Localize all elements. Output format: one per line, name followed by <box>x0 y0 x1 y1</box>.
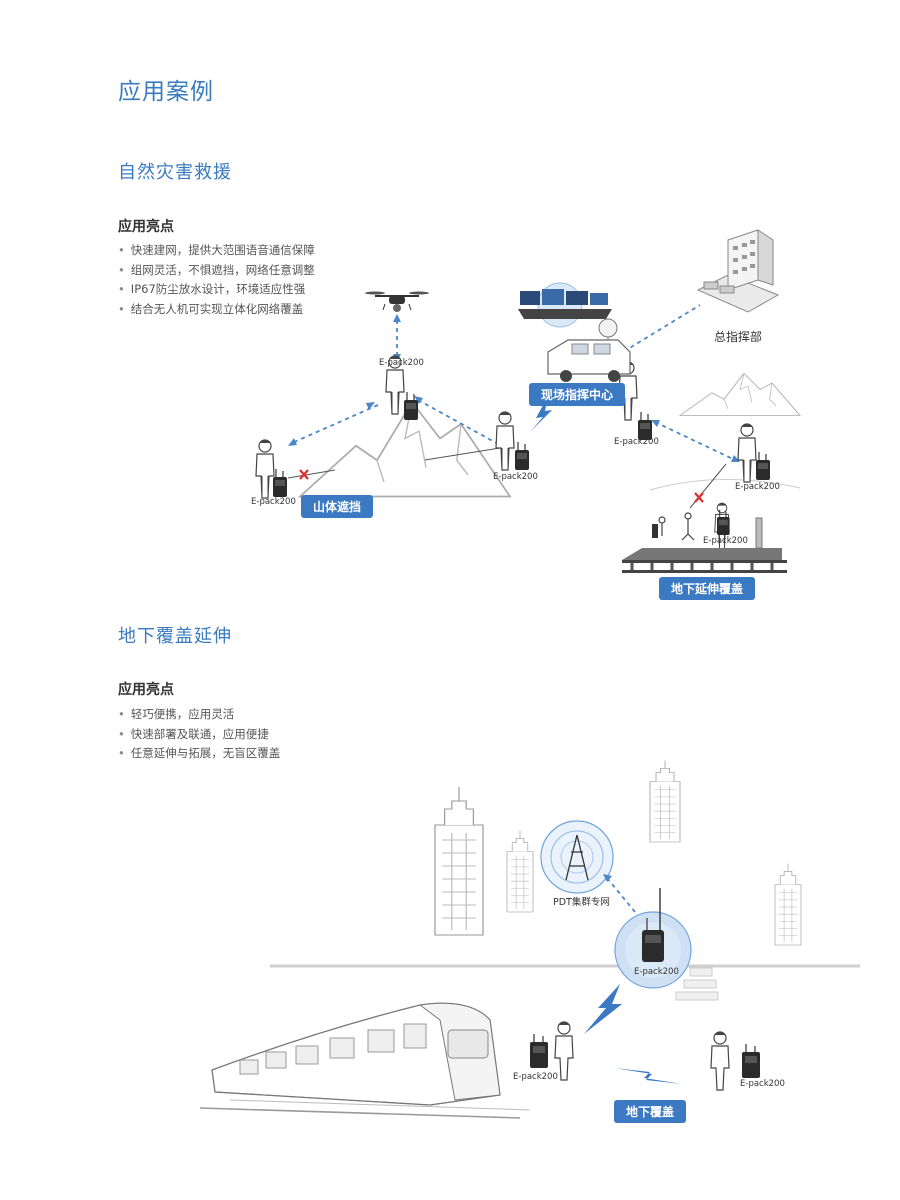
disaster-rescue-diagram <box>255 229 801 573</box>
page-title: 应用案例 <box>118 79 214 105</box>
field-command-center-tag: 现场指挥中心 <box>529 383 626 406</box>
list-item: IP67防尘放水设计，环境适应性强 <box>118 280 315 300</box>
cell-tower-icon <box>540 820 614 894</box>
section-title-disaster: 自然灾害救援 <box>118 162 232 183</box>
lightning-icon <box>614 1068 682 1084</box>
highlight-list-underground: 轻巧便携，应用灵活 快速部署及联通，应用便捷 任意延伸与拓展，无盲区覆盖 <box>118 705 281 764</box>
monitor-console-icon <box>518 282 612 328</box>
device-label: E-pack200 <box>740 1079 785 1089</box>
list-item: 快速建网，提供大范围语音通信保障 <box>118 241 315 261</box>
hq-label: 总指挥部 <box>714 330 763 344</box>
railway-track-icon <box>622 517 787 573</box>
device-label: E-pack200 <box>379 358 424 368</box>
command-vehicle-icon <box>547 318 631 382</box>
underground-extension-tag: 地下延伸覆盖 <box>659 577 756 600</box>
device-label: E-pack200 <box>251 497 296 507</box>
highlight-title-underground: 应用亮点 <box>118 682 174 698</box>
underground-coverage-tag: 地下覆盖 <box>614 1100 687 1123</box>
device-label: E-pack200 <box>634 967 679 977</box>
lightning-icon <box>530 396 552 432</box>
pdt-network-label: PDT集群专网 <box>553 897 610 908</box>
block-cross-icon <box>299 469 704 503</box>
building-icon <box>696 229 780 313</box>
device-label: E-pack200 <box>735 482 780 492</box>
train-icon <box>199 1002 531 1119</box>
list-item: 轻巧便携，应用灵活 <box>118 705 280 725</box>
device-label: E-pack200 <box>493 472 538 482</box>
list-item: 结合无人机可实现立体化网络覆盖 <box>118 300 315 320</box>
mountain-blocking-tag: 山体遮挡 <box>301 495 374 518</box>
building-icon <box>434 760 802 946</box>
highlight-title-disaster: 应用亮点 <box>118 219 174 235</box>
list-item: 任意延伸与拓展，无盲区覆盖 <box>118 744 281 764</box>
radio-device-icon <box>614 888 692 989</box>
drone-icon <box>365 291 429 312</box>
device-label: E-pack200 <box>513 1072 558 1082</box>
person-icon <box>554 1020 730 1091</box>
lightning-icon <box>584 984 622 1034</box>
device-label: E-pack200 <box>614 437 659 447</box>
section-title-underground: 地下覆盖延伸 <box>118 626 232 647</box>
list-item: 组网灵活，不惧遮挡，网络任意调整 <box>118 261 315 281</box>
list-item: 快速部署及联通，应用便捷 <box>118 725 280 745</box>
device-label: E-pack200 <box>703 536 748 546</box>
highlight-list-disaster: 快速建网，提供大范围语音通信保障 组网灵活，不惧遮挡，网络任意调整 IP67防尘… <box>118 241 315 319</box>
